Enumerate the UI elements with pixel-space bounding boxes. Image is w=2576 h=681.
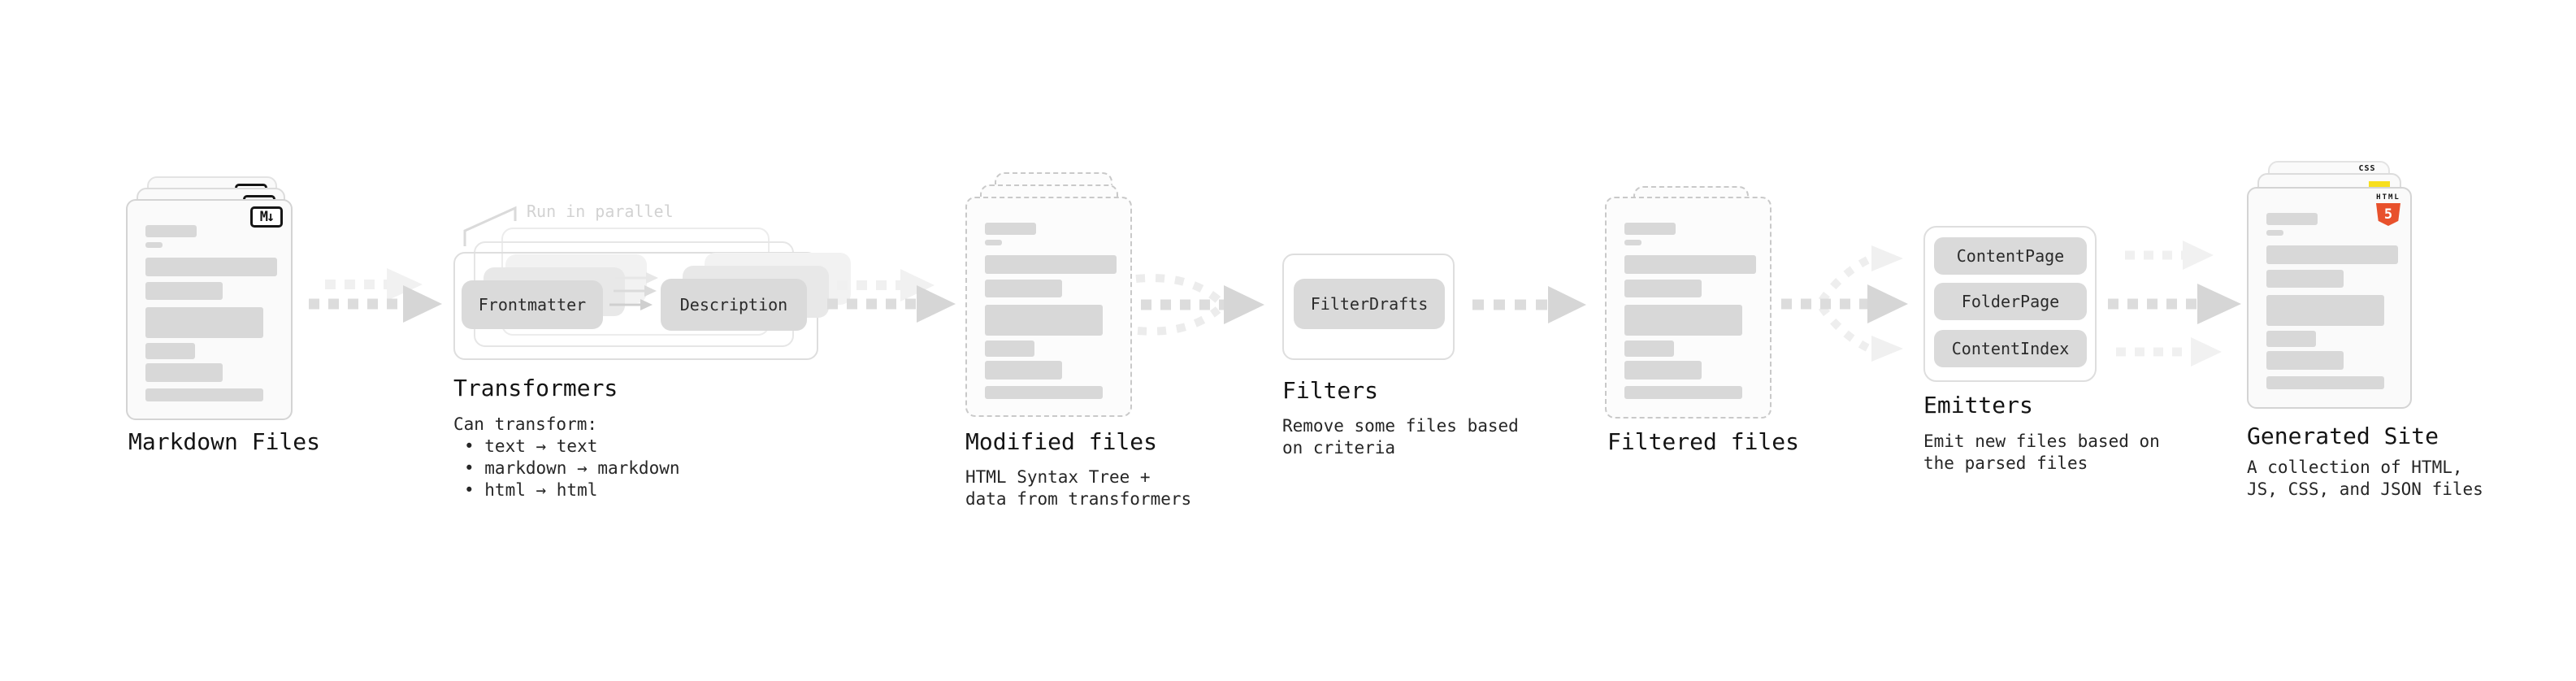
stage-label-markdown-files: Markdown Files (128, 428, 321, 455)
document-card-front (965, 197, 1132, 417)
desc-bullet: • html → html (464, 480, 598, 500)
document-card-front: M↓ (126, 199, 293, 420)
skeleton-line (1624, 305, 1742, 336)
html5-shield: 5 (2376, 203, 2400, 226)
skeleton-line (985, 386, 1103, 399)
stage-label-filtered-files: Filtered files (1607, 428, 1800, 455)
stage-label-emitters: Emitters (1923, 392, 2033, 419)
skeleton-line (2266, 376, 2384, 389)
skeleton-line (1624, 340, 1674, 357)
document-card-front (1605, 197, 1772, 419)
stage-label-filters: Filters (1282, 377, 1379, 404)
stage-label-transformers: Transformers (453, 375, 618, 401)
css-label: CSS (2358, 164, 2376, 173)
desc-line: HTML Syntax Tree + (965, 467, 1151, 487)
skeleton-line (145, 225, 197, 237)
html5-icon: HTML 5 (2374, 193, 2403, 226)
skeleton-line (2266, 295, 2384, 326)
arrow-filtered-to-emitters-fanout (1781, 245, 1908, 362)
stage-desc-transformers: Can transform: • text → text • markdown … (453, 414, 680, 501)
desc-line: JS, CSS, and JSON files (2247, 479, 2483, 499)
skeleton-line (2266, 245, 2398, 264)
skeleton-line (985, 305, 1103, 336)
skeleton-line (145, 388, 263, 401)
run-in-parallel-note: Run in parallel (527, 202, 674, 221)
content-page-button: ContentPage (1934, 237, 2087, 275)
description-button: Description (661, 279, 807, 331)
skeleton-line (2266, 270, 2344, 288)
filter-drafts-button: FilterDrafts (1294, 279, 1445, 329)
desc-line: data from transformers (965, 489, 1192, 509)
desc-line: Remove some files based (1282, 416, 1519, 436)
skeleton-line (2266, 351, 2344, 370)
arrow-filters-to-filtered (1472, 286, 1586, 323)
frontmatter-button: Frontmatter (462, 280, 603, 329)
folder-page-button: FolderPage (1934, 283, 2087, 320)
desc-bullet: • markdown → markdown (464, 458, 680, 478)
skeleton-line (1624, 223, 1676, 235)
skeleton-line (1624, 255, 1756, 274)
desc-line: A collection of HTML, (2247, 458, 2463, 477)
skeleton-line (985, 255, 1117, 274)
arrow-emitters-to-generated (2108, 241, 2241, 367)
skeleton-line (2266, 230, 2283, 236)
skeleton-line (1624, 240, 1641, 245)
stage-desc-filters: Remove some files based on criteria (1282, 415, 1519, 459)
desc-bullet: • text → text (464, 436, 598, 456)
skeleton-line (2266, 213, 2318, 225)
document-card-html: HTML 5 (2247, 187, 2412, 409)
desc-line: the parsed files (1923, 453, 2088, 473)
skeleton-line (985, 280, 1062, 297)
skeleton-line (145, 363, 223, 382)
content-index-button: ContentIndex (1934, 330, 2087, 367)
skeleton-line (145, 242, 163, 248)
arrow-markdown-to-transformers (309, 268, 442, 323)
desc-line: on criteria (1282, 438, 1396, 458)
skeleton-line (985, 340, 1034, 357)
skeleton-line (1624, 361, 1702, 380)
skeleton-line (985, 361, 1062, 380)
markdown-file-icon: M↓ (250, 206, 283, 228)
skeleton-line (145, 258, 277, 276)
arrow-modified-to-filters-merge (1135, 274, 1264, 336)
stage-desc-emitters: Emit new files based on the parsed files (1923, 431, 2160, 475)
skeleton-line (145, 307, 263, 338)
html5-label: HTML (2376, 193, 2400, 202)
stage-desc-modified-files: HTML Syntax Tree + data from transformer… (965, 466, 1191, 510)
skeleton-line (985, 240, 1002, 245)
skeleton-line (1624, 386, 1742, 399)
desc-line: Can transform: (453, 414, 598, 434)
skeleton-line (985, 223, 1036, 235)
skeleton-line (1624, 280, 1702, 297)
desc-line: Emit new files based on (1923, 432, 2160, 451)
skeleton-line (2266, 331, 2316, 347)
skeleton-line (145, 282, 223, 300)
skeleton-line (145, 343, 195, 359)
stage-label-modified-files: Modified files (965, 428, 1158, 455)
stage-label-generated-site: Generated Site (2247, 423, 2439, 449)
stage-desc-generated-site: A collection of HTML, JS, CSS, and JSON … (2247, 457, 2483, 501)
